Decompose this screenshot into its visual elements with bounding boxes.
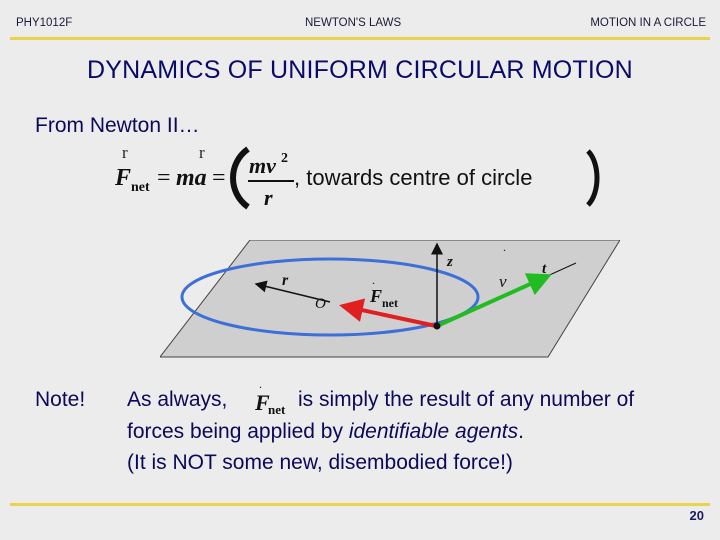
header-section: MOTION IN A CIRCLE	[590, 17, 706, 29]
eq-equals-1: =	[157, 165, 171, 191]
newton-second-law-equation: r F net = r ma = mv 2 r , towards centre…	[114, 145, 600, 210]
page-number: 20	[689, 508, 704, 523]
label-fnet-subscript: net	[382, 296, 398, 310]
header-course-code: PHY1012F	[16, 17, 73, 29]
eq-left-bracket	[230, 146, 250, 210]
plane	[160, 240, 620, 358]
eq-denominator: r	[264, 185, 273, 210]
vector-mark-inline: .	[259, 378, 262, 391]
eq-ma: ma	[176, 165, 207, 191]
eq-exponent: 2	[281, 151, 288, 166]
vector-mark-f: r	[122, 145, 128, 162]
radius-arrow	[254, 280, 331, 303]
slide-title: DYNAMICS OF UNIFORM CIRCULAR MOTION	[87, 56, 633, 84]
note-line1-after: is simply the result of any number of	[298, 388, 635, 411]
header-topic: NEWTON'S LAWS	[305, 17, 402, 29]
note-line2: forces being applied by identifiable age…	[127, 420, 524, 444]
vector-mark-fnet: .	[372, 273, 375, 287]
label-v: v	[499, 272, 507, 291]
note-line1-before: As always,	[127, 388, 228, 411]
label-origin: O	[315, 296, 326, 312]
vector-mark-v: .	[503, 240, 506, 254]
note-line3: (It is NOT some new, disembodied force!)	[127, 451, 513, 474]
note-line2-before: forces being applied by	[127, 420, 349, 443]
header-divider	[10, 37, 710, 40]
eq-right-bracket	[586, 149, 600, 207]
label-t: t	[542, 261, 547, 277]
eq-equals-2: =	[212, 165, 226, 191]
intro-text: From Newton II…	[35, 114, 200, 137]
note-label: Note!	[35, 388, 86, 411]
vector-mark-a: r	[199, 145, 205, 162]
fnet-arrow	[339, 298, 437, 328]
circular-motion-diagram: r O z t . v . F net	[160, 240, 620, 358]
label-r: r	[282, 272, 289, 289]
footer-divider	[10, 503, 710, 506]
eq-direction-text: , towards centre of circle	[294, 165, 532, 190]
inline-fnet-letter: F	[254, 390, 270, 415]
label-z: z	[446, 254, 453, 270]
circular-path	[180, 257, 480, 337]
note-line2-emphasis: identifiable agents	[348, 420, 519, 443]
fnet-inline-symbol: . F net	[254, 378, 286, 417]
eq-fnet-symbol: F	[114, 165, 131, 191]
velocity-arrow	[436, 273, 552, 328]
eq-numerator: mv	[249, 153, 276, 178]
note-line2-after: .	[518, 420, 524, 443]
label-fnet: F	[369, 286, 382, 306]
eq-fnet-subscript: net	[131, 180, 150, 195]
particle-point	[433, 322, 441, 330]
inline-fnet-subscript: net	[268, 402, 286, 417]
